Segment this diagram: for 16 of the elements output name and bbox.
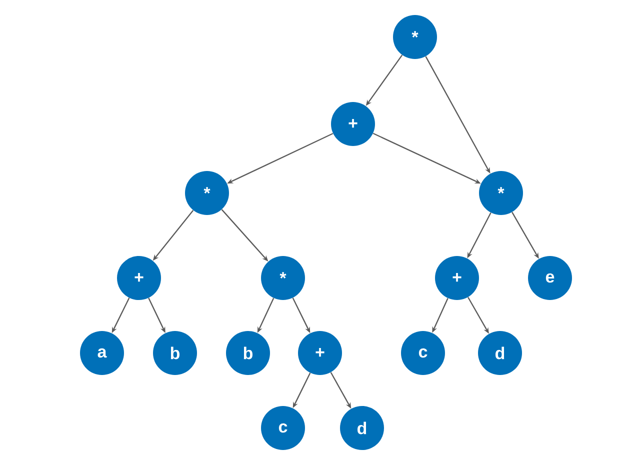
tree-node: +: [117, 256, 161, 300]
tree-node: a: [80, 331, 124, 375]
tree-node: +: [298, 331, 342, 375]
tree-node: *: [261, 256, 305, 300]
tree-node: *: [479, 171, 523, 215]
tree-node: c: [261, 406, 305, 450]
tree-node: d: [340, 406, 384, 450]
tree-node: *: [393, 15, 437, 59]
tree-node: b: [153, 331, 197, 375]
tree-node: d: [478, 331, 522, 375]
tree-node: +: [435, 256, 479, 300]
tree-node: c: [401, 331, 445, 375]
tree-node: e: [528, 256, 572, 300]
tree-node: *: [185, 171, 229, 215]
tree-node: b: [226, 331, 270, 375]
tree-node: +: [331, 102, 375, 146]
